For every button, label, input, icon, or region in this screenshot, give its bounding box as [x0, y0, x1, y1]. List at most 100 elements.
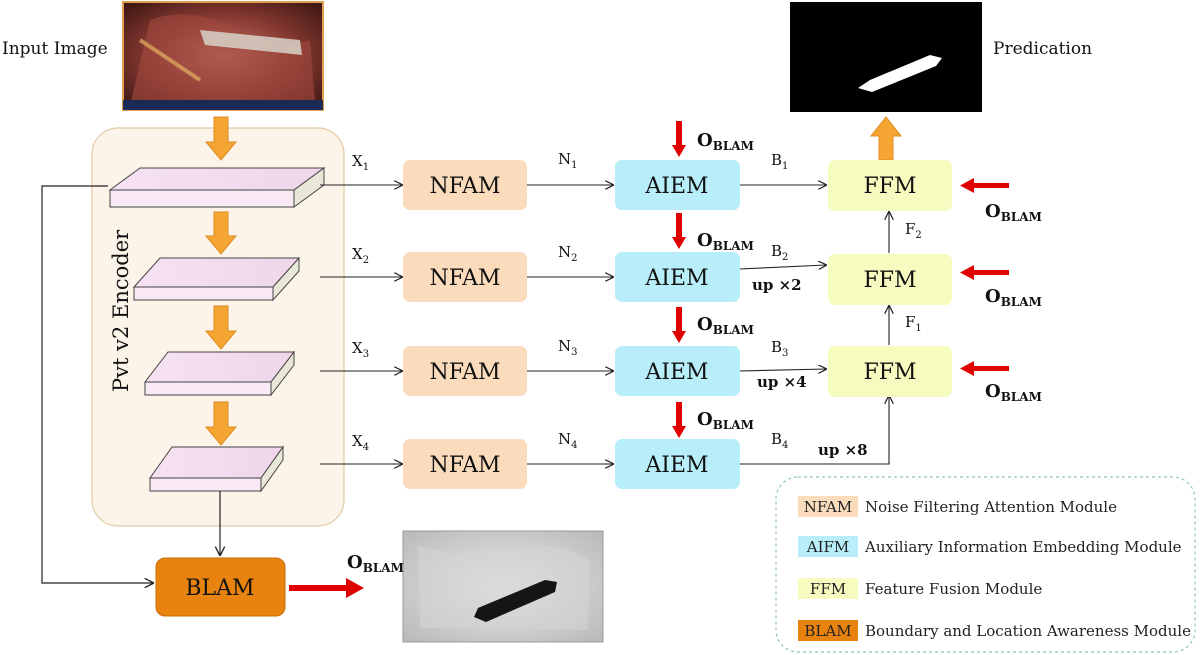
ffm-label: FFM — [863, 360, 916, 385]
encoder-to-nfam-arrows — [320, 185, 402, 464]
nfam-box: NFAM — [403, 439, 527, 489]
legend-item-nfam: NFAM Noise Filtering Attention Module — [798, 496, 1117, 517]
aiem-label: AIEM — [644, 266, 708, 291]
prediction-label: Predication — [993, 39, 1092, 59]
up4-label: up ×4 — [757, 373, 807, 391]
orange-arrow-icon — [204, 116, 238, 161]
x4-label: X4 — [352, 432, 369, 453]
encoder-stage-2 — [132, 256, 301, 302]
blam-box: BLAM — [155, 557, 286, 617]
encoder-stage-4 — [149, 445, 284, 493]
oblam-label: OBLAM — [697, 409, 754, 432]
n3-label: N3 — [558, 337, 578, 358]
blam-label: BLAM — [185, 576, 254, 601]
legend-abbr: NFAM — [804, 498, 852, 516]
ffm-box: FFM — [828, 346, 952, 397]
oblam-label: OBLAM — [985, 381, 1042, 404]
encoder-stage-1 — [108, 167, 326, 208]
legend-desc: Auxiliary Information Embedding Module — [864, 538, 1182, 556]
legend-swatch — [798, 536, 858, 557]
nfam-label: NFAM — [429, 266, 500, 291]
legend-swatch — [798, 620, 858, 641]
aiem-to-ffm-arrows — [738, 185, 889, 465]
nfam-label: NFAM — [429, 174, 500, 199]
up2-label: up ×2 — [752, 276, 802, 294]
input-image — [122, 1, 324, 111]
oblam-label: OBLAM — [697, 130, 754, 153]
x-labels: X1 X2 X3 X4 — [352, 152, 369, 453]
orange-up-arrow-icon — [869, 116, 903, 161]
red-arrow-icon — [960, 265, 1009, 280]
encoder-to-blam-arrows — [41, 185, 220, 583]
b4-label: B4 — [771, 430, 788, 451]
nfam-label: NFAM — [429, 360, 500, 385]
oblam-label: OBLAM — [985, 286, 1042, 309]
x2-label: X2 — [352, 245, 369, 266]
b-labels: B1 B2 B3 B4 — [771, 151, 788, 451]
aiem-box: AIEM — [615, 252, 740, 302]
red-arrow-icon — [672, 213, 686, 249]
nfam-box: NFAM — [403, 346, 527, 396]
legend-desc: Boundary and Location Awareness Module — [865, 622, 1191, 640]
f-labels: F2 F1 — [905, 220, 922, 334]
n-labels: N1 N2 N3 N4 — [558, 150, 578, 451]
legend-item-ffm: FFM Feature Fusion Module — [798, 578, 1042, 599]
aiem-label: AIEM — [644, 174, 708, 199]
n2-label: N2 — [558, 243, 578, 264]
x3-label: X3 — [352, 339, 369, 360]
orange-arrow-icon — [204, 401, 238, 446]
encoder-label: Pvt v2 Encoder — [109, 229, 133, 392]
oblam-label: OBLAM — [985, 201, 1042, 224]
red-arrow-icon — [960, 178, 1009, 193]
red-down-arrows — [672, 121, 686, 438]
n1-label: N1 — [558, 150, 578, 171]
b2-label: B2 — [771, 242, 788, 263]
encoder-stage-3 — [143, 350, 296, 397]
legend-swatch — [798, 496, 858, 517]
red-arrow-icon — [672, 402, 686, 438]
ffm-box: FFM — [828, 160, 952, 211]
aiem-label: AIEM — [644, 360, 708, 385]
ffm-label: FFM — [863, 174, 916, 199]
orange-down-arrows — [204, 116, 903, 446]
aiem-box: AIEM — [615, 346, 740, 396]
ffm-label: FFM — [863, 268, 916, 293]
red-arrow-icon — [960, 361, 1009, 376]
b3-label: B3 — [771, 338, 788, 359]
input-image-label: Input Image — [2, 39, 108, 59]
f1-label: F1 — [905, 313, 922, 334]
legend-item-blam: BLAM Boundary and Location Awareness Mod… — [798, 620, 1191, 641]
legend-desc: Noise Filtering Attention Module — [865, 498, 1117, 516]
red-arrow-icon — [672, 121, 686, 157]
orange-arrow-icon — [204, 211, 238, 255]
blam-output-arrow — [289, 578, 364, 598]
b1-label: B1 — [771, 151, 788, 172]
legend-abbr: FFM — [810, 580, 846, 598]
oblam-label: OBLAM — [347, 552, 404, 575]
legend-desc: Feature Fusion Module — [865, 580, 1042, 598]
nfam-to-aiem-arrows — [526, 185, 613, 464]
legend-frame — [775, 476, 1196, 653]
boundary-map-image — [402, 530, 604, 643]
legend-abbr: AIFM — [806, 538, 850, 556]
aiem-box: AIEM — [615, 160, 740, 210]
aiem-label: AIEM — [644, 453, 708, 478]
red-arrow-icon — [672, 307, 686, 343]
orange-arrow-icon — [204, 305, 238, 350]
n4-label: N4 — [558, 430, 578, 451]
red-left-arrows — [960, 178, 1009, 376]
oblam-label: OBLAM — [697, 230, 754, 253]
legend: NFAM Noise Filtering Attention Module AI… — [775, 476, 1196, 653]
legend-item-aifm: AIFM Auxiliary Information Embedding Mod… — [798, 536, 1182, 557]
aiem-box: AIEM — [615, 439, 740, 489]
oblam-labels: OBLAM OBLAM OBLAM OBLAM OBLAM OBLAM OBLA… — [347, 130, 1042, 575]
nfam-box: NFAM — [403, 160, 527, 210]
x1-label: X1 — [352, 152, 369, 173]
upsample-labels: up ×2 up ×4 up ×8 — [752, 276, 868, 459]
up8-label: up ×8 — [818, 441, 868, 459]
f2-label: F2 — [905, 220, 922, 241]
prediction-image — [790, 2, 982, 112]
ffm-box: FFM — [828, 254, 952, 305]
nfam-label: NFAM — [429, 453, 500, 478]
